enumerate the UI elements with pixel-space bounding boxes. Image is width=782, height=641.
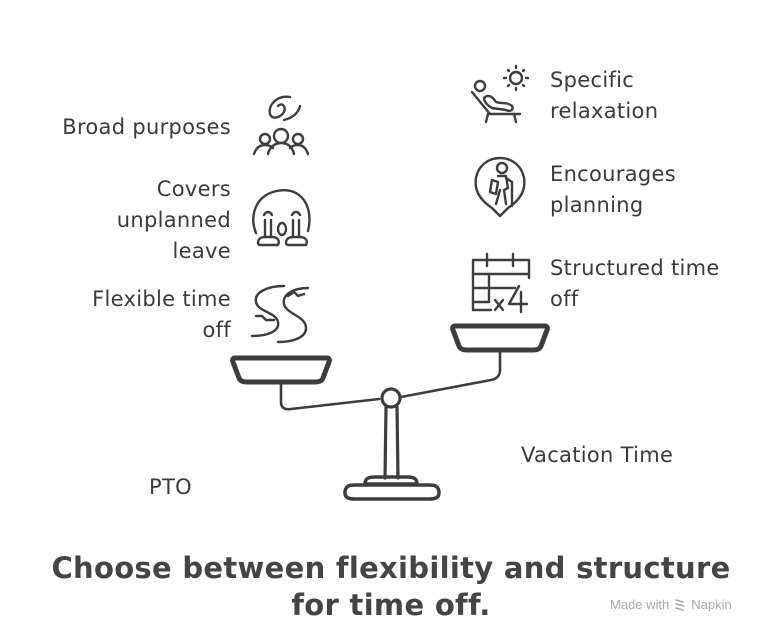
hiker-pin-icon xyxy=(474,156,526,218)
label-line: Structured time xyxy=(550,256,720,280)
label-pto: PTO xyxy=(149,475,192,499)
made-with-napkin-credit[interactable]: Made with Napkin xyxy=(610,597,732,612)
label-line: leave xyxy=(172,239,231,263)
label-line: relaxation xyxy=(550,99,659,123)
label-line: Encourages xyxy=(550,162,676,186)
napkin-logo-icon xyxy=(675,598,686,611)
label-line: off xyxy=(202,318,231,342)
label-line: Flexible time xyxy=(92,287,231,311)
label-line: unplanned xyxy=(116,208,231,232)
label-broad-purposes: Broad purposes xyxy=(62,115,231,139)
label-specific-relaxation: Specific relaxation xyxy=(550,65,658,127)
diagram-title: Choose between flexibility and structure… xyxy=(0,550,782,624)
title-line: Choose between flexibility and structure xyxy=(51,551,731,585)
label-structured-time-off: Structured time off xyxy=(550,253,720,315)
balance-scale-icon xyxy=(230,323,550,501)
group-with-hand-icon xyxy=(252,95,310,156)
label-flexible-time-off: Flexible time off xyxy=(92,284,231,346)
winding-river-icon xyxy=(250,284,310,344)
label-line: off xyxy=(550,287,579,311)
label-line: planning xyxy=(550,193,644,217)
title-line: for time off. xyxy=(291,588,491,622)
label-vacation-time: Vacation Time xyxy=(521,443,674,467)
credit-prefix: Made with xyxy=(610,597,670,612)
credit-brand: Napkin xyxy=(691,597,732,612)
lounger-sun-icon xyxy=(470,64,530,124)
calendar-x4-icon xyxy=(471,252,531,314)
label-line: Specific xyxy=(550,68,635,92)
label-line: Covers xyxy=(156,177,231,201)
crying-face-icon xyxy=(252,189,311,247)
label-covers-unplanned-leave: Covers unplanned leave xyxy=(117,174,231,267)
label-encourages-planning: Encourages planning xyxy=(550,159,676,221)
